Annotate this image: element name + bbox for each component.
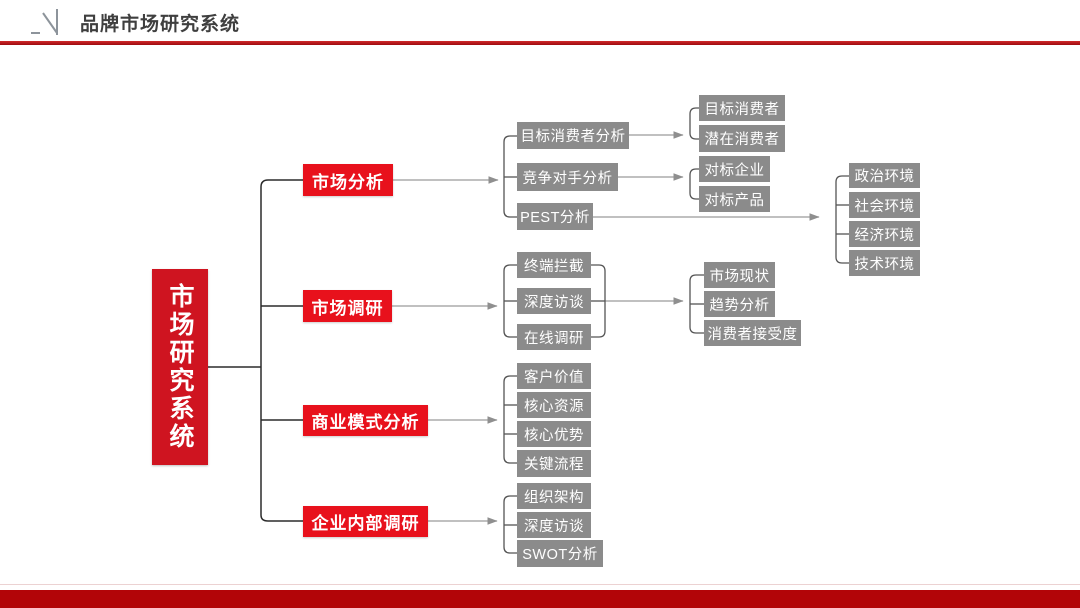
node-benchmark-products: 对标产品 bbox=[699, 186, 770, 212]
node-customer-value: 客户价值 bbox=[517, 363, 591, 389]
node-pest-analysis: PEST分析 bbox=[517, 203, 593, 230]
node-core-advantages: 核心优势 bbox=[517, 421, 591, 447]
node-consumer-acceptance: 消费者接受度 bbox=[704, 320, 801, 346]
branch-market-analysis: 市场分析 bbox=[303, 164, 393, 196]
n-mark-icon bbox=[31, 9, 58, 35]
node-online-survey: 在线调研 bbox=[517, 324, 591, 350]
footer-bar bbox=[0, 590, 1080, 608]
slide-header: 品牌市场研究系统 bbox=[0, 0, 1080, 45]
branch-business-model-analysis: 商业模式分析 bbox=[303, 405, 428, 436]
node-technological-environment: 技术环境 bbox=[849, 250, 920, 276]
node-potential-consumers: 潜在消费者 bbox=[699, 125, 785, 152]
node-key-processes: 关键流程 bbox=[517, 450, 591, 477]
node-org-structure: 组织架构 bbox=[517, 483, 591, 509]
node-benchmark-companies: 对标企业 bbox=[699, 156, 770, 182]
node-trend-analysis: 趋势分析 bbox=[704, 291, 775, 317]
node-competitor-analysis: 竞争对手分析 bbox=[517, 163, 618, 191]
page-title: 品牌市场研究系统 bbox=[80, 14, 241, 35]
root-node-market-research-system: 市场研究系统 bbox=[152, 269, 208, 465]
node-political-environment: 政治环境 bbox=[849, 163, 920, 188]
branch-market-survey: 市场调研 bbox=[303, 290, 392, 322]
node-economic-environment: 经济环境 bbox=[849, 221, 920, 247]
node-terminal-intercept: 终端拦截 bbox=[517, 252, 591, 278]
node-social-environment: 社会环境 bbox=[849, 192, 920, 218]
node-core-resources: 核心资源 bbox=[517, 392, 591, 418]
branch-internal-research: 企业内部调研 bbox=[303, 506, 428, 537]
node-market-status: 市场现状 bbox=[704, 262, 775, 288]
node-target-consumers: 目标消费者 bbox=[699, 95, 785, 121]
footer-faint-line bbox=[0, 584, 1080, 585]
node-target-consumer-analysis: 目标消费者分析 bbox=[517, 122, 629, 149]
node-swot-analysis: SWOT分析 bbox=[517, 540, 603, 567]
market-research-diagram: 市场研究系统 市场分析 市场调研 商业模式分析 企业内部调研 目标消费者分析 竞… bbox=[0, 46, 1080, 584]
node-depth-interview-internal: 深度访谈 bbox=[517, 512, 591, 538]
header-divider bbox=[0, 41, 1080, 45]
node-depth-interview: 深度访谈 bbox=[517, 288, 591, 314]
